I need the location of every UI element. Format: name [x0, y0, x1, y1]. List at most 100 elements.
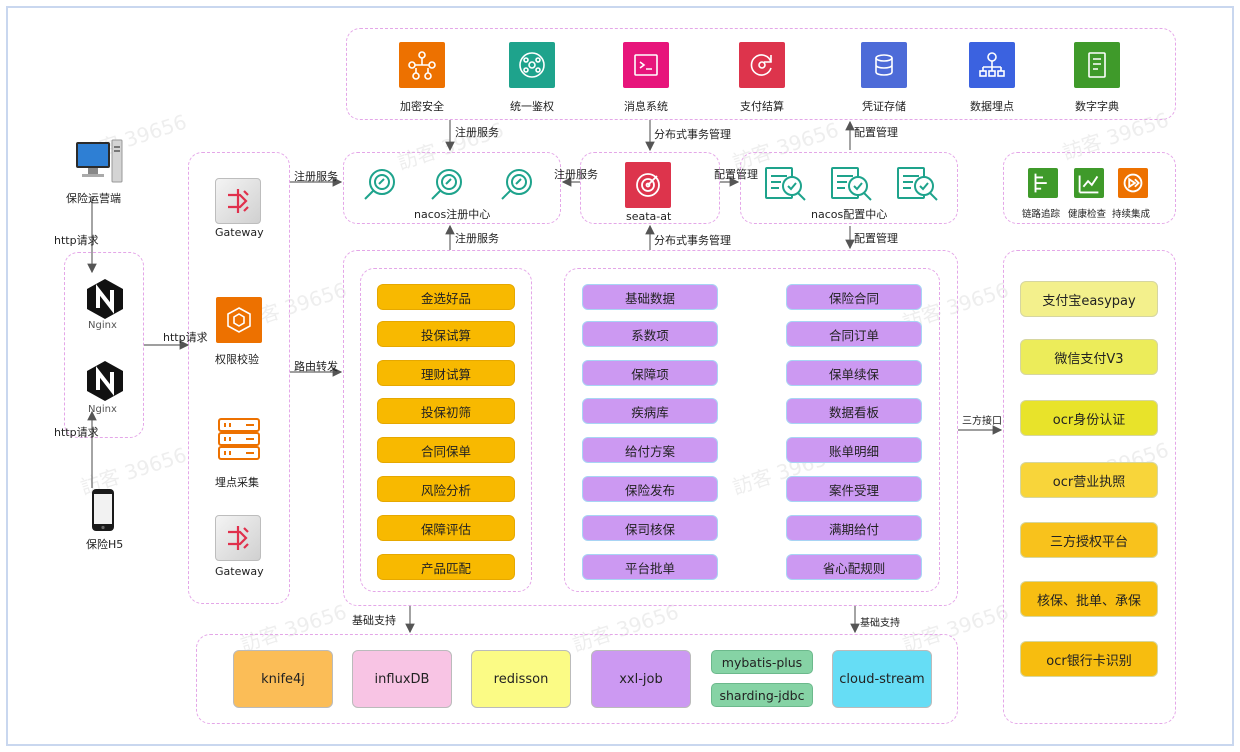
- edge-label: 配置管理: [854, 232, 898, 245]
- gateway-icon: [215, 515, 261, 561]
- nginx-label: Nginx: [88, 320, 117, 331]
- document-icon: [1074, 42, 1120, 88]
- edge-label: 三方接口: [962, 416, 1002, 427]
- edge-label: 基础支持: [352, 614, 396, 627]
- product-service: 产品匹配: [377, 554, 515, 580]
- core-services-group: [564, 268, 940, 592]
- permission-label: 权限校验: [215, 353, 259, 366]
- edge-label: 路由转发: [294, 360, 338, 373]
- infra-component: xxl-job: [591, 650, 691, 708]
- mobile-phone-icon: [91, 488, 115, 532]
- nacos-registry-label: nacos注册中心: [414, 208, 491, 221]
- core-service: 满期给付: [786, 515, 922, 541]
- cluster-icon: [509, 42, 555, 88]
- infra-component: knife4j: [233, 650, 333, 708]
- top-service-label: 统一鉴权: [510, 100, 554, 113]
- http-request-label: http请求: [163, 331, 208, 344]
- core-service: 保司核保: [582, 515, 718, 541]
- desktop-computer-icon: [74, 138, 124, 186]
- circuit-icon: [399, 42, 445, 88]
- third-party-service: 微信支付V3: [1020, 339, 1158, 375]
- third-party-service: 三方授权平台: [1020, 522, 1158, 558]
- infrastructure-group: [196, 634, 958, 724]
- core-service: 保险合同: [786, 284, 922, 310]
- trace-icon: [1028, 168, 1058, 198]
- product-service: 投保初筛: [377, 398, 515, 424]
- magnifier-icon: [360, 164, 400, 204]
- nginx-icon: [86, 360, 124, 402]
- http-request-label: http请求: [54, 234, 99, 247]
- monitoring-group: [1003, 152, 1176, 224]
- monitoring-label: 链路追踪: [1022, 209, 1061, 220]
- top-services-group: [346, 28, 1176, 120]
- core-service: 账单明细: [786, 437, 922, 463]
- core-service: 案件受理: [786, 476, 922, 502]
- top-service-label: 消息系统: [624, 100, 668, 113]
- product-service: 理财试算: [377, 360, 515, 386]
- core-service: 疾病库: [582, 398, 718, 424]
- magnifier-icon: [497, 164, 537, 204]
- ci-icon: [1118, 168, 1148, 198]
- third-party-service: ocr身份认证: [1020, 400, 1158, 436]
- config-search-icon: [764, 164, 808, 204]
- product-services-group: [360, 268, 532, 592]
- gateway-group: [188, 152, 290, 604]
- seata-group: [580, 152, 720, 224]
- infra-component: influxDB: [352, 650, 452, 708]
- infra-component: redisson: [471, 650, 571, 708]
- nginx-group: [64, 252, 144, 438]
- edge-label: 配置管理: [854, 126, 898, 139]
- edge-label: 注册服务: [294, 170, 338, 183]
- nginx-label: Nginx: [88, 404, 117, 415]
- core-service: 平台批单: [582, 554, 718, 580]
- config-search-icon: [896, 164, 940, 204]
- monitoring-label: 健康检查: [1068, 209, 1107, 220]
- edge-label: 配置管理: [714, 168, 758, 181]
- mobile-label: 保险H5: [86, 538, 124, 551]
- infra-component: sharding-jdbc: [711, 683, 813, 707]
- nginx-icon: [86, 278, 124, 320]
- edge-label: 注册服务: [455, 126, 499, 139]
- core-service: 系数项: [582, 321, 718, 347]
- http-request-label: http请求: [54, 426, 99, 439]
- magnifier-icon: [427, 164, 467, 204]
- edge-label: 分布式事务管理: [654, 128, 731, 141]
- permission-icon: [216, 297, 262, 343]
- server-icon: [216, 416, 262, 462]
- core-service: 给付方案: [582, 437, 718, 463]
- nacos-config-label: nacos配置中心: [811, 208, 888, 221]
- top-service-label: 支付结算: [740, 100, 784, 113]
- gateway-icon: [215, 178, 261, 224]
- gateway-label: Gateway: [215, 226, 264, 239]
- health-icon: [1074, 168, 1104, 198]
- core-service: 保单续保: [786, 360, 922, 386]
- core-service: 合同订单: [786, 321, 922, 347]
- outer-frame: [6, 6, 1234, 746]
- third-party-service: ocr银行卡识别: [1020, 641, 1158, 677]
- third-party-group: [1003, 250, 1176, 724]
- product-service: 金选好品: [377, 284, 515, 310]
- nacos-config-group: [740, 152, 958, 224]
- top-service-label: 凭证存储: [862, 100, 906, 113]
- edge-label: 注册服务: [455, 232, 499, 245]
- terminal-icon: [623, 42, 669, 88]
- core-service: 基础数据: [582, 284, 718, 310]
- hierarchy-icon: [969, 42, 1015, 88]
- core-service: 数据看板: [786, 398, 922, 424]
- infra-component: mybatis-plus: [711, 650, 813, 674]
- third-party-service: 核保、批单、承保: [1020, 581, 1158, 617]
- gateway-label: Gateway: [215, 565, 264, 578]
- edge-label: 注册服务: [554, 168, 598, 181]
- config-search-icon: [830, 164, 874, 204]
- product-service: 投保试算: [377, 321, 515, 347]
- third-party-service: ocr营业执照: [1020, 462, 1158, 498]
- product-service: 风险分析: [377, 476, 515, 502]
- client-label: 保险运营端: [66, 192, 121, 205]
- seata-label: seata-at: [626, 210, 672, 223]
- core-service: 保障项: [582, 360, 718, 386]
- core-service: 省心配规则: [786, 554, 922, 580]
- product-service: 合同保单: [377, 437, 515, 463]
- infra-component: cloud-stream: [832, 650, 932, 708]
